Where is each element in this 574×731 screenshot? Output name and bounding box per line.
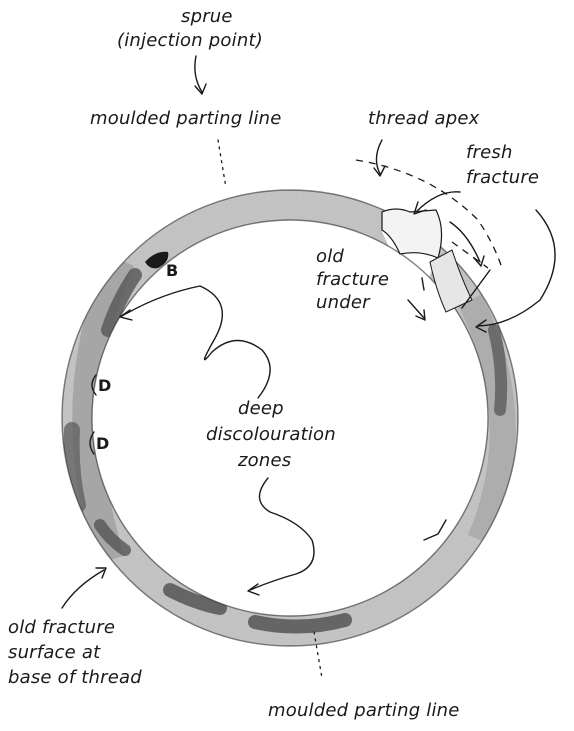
label-sprue: sprue [181,6,233,27]
discolouration-zone-bottom [255,620,345,627]
label-old-fracture-surface-3: base of thread [8,667,142,688]
old-fracture-surface-arrow [62,570,104,608]
thread-apex-arrowhead [374,166,385,176]
label-old-fracture-under-1: old [316,246,344,267]
mark-d-lower-label: D [96,434,109,453]
label-deep-discolouration-3: zones [237,450,291,471]
discolouration-zone-right [494,330,501,410]
label-parting-line-bottom: moulded parting line [268,700,460,721]
label-old-fracture-under-3: under [316,292,371,313]
label-old-fracture-under-2: fracture [316,269,389,290]
label-injection-point: (injection point) [117,30,263,51]
mark-d-upper-label: D [98,376,111,395]
label-deep-discolouration-1: deep [238,398,284,419]
label-deep-discolouration-2: discolouration [206,424,336,445]
label-old-fracture-surface-1: old fracture [8,617,115,638]
fresh-fracture-arrow [416,192,460,212]
label-old-fracture-surface-2: surface at [8,642,101,663]
parting-line-top-mark [218,140,226,188]
old-fracture-surface-arrowhead [96,568,106,578]
mark-b-label: B [166,261,178,280]
label-fresh-fracture-2: fracture [466,167,539,188]
label-parting-line-top: moulded parting line [90,108,282,129]
label-thread-apex: thread apex [368,108,480,129]
thread-apex-arrow [376,140,382,174]
label-fresh-fracture-1: fresh [466,142,513,163]
